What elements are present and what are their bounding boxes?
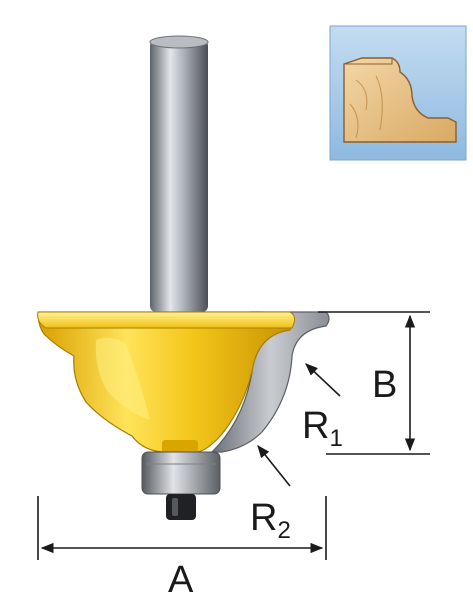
shank-top bbox=[149, 35, 209, 49]
wood-profile-thumbnail-icon bbox=[329, 25, 467, 161]
radius-r2-callout: R2 bbox=[250, 445, 291, 544]
cutter-top-flange bbox=[37, 311, 296, 329]
wood-profile bbox=[343, 57, 457, 143]
label-b: B bbox=[372, 364, 397, 406]
label-r2: R2 bbox=[250, 497, 291, 544]
dimension-b: B bbox=[318, 311, 430, 455]
shank bbox=[150, 40, 208, 312]
radius-r1-callout: R1 bbox=[302, 363, 343, 452]
body-highlight bbox=[95, 337, 150, 420]
bearing-screw bbox=[166, 494, 196, 520]
dimension-a: A bbox=[37, 496, 327, 601]
bearing bbox=[141, 451, 221, 495]
label-r1: R1 bbox=[302, 405, 343, 452]
cutting-blade bbox=[210, 311, 330, 453]
label-a: A bbox=[168, 559, 194, 601]
router-bit-icon bbox=[37, 35, 330, 520]
